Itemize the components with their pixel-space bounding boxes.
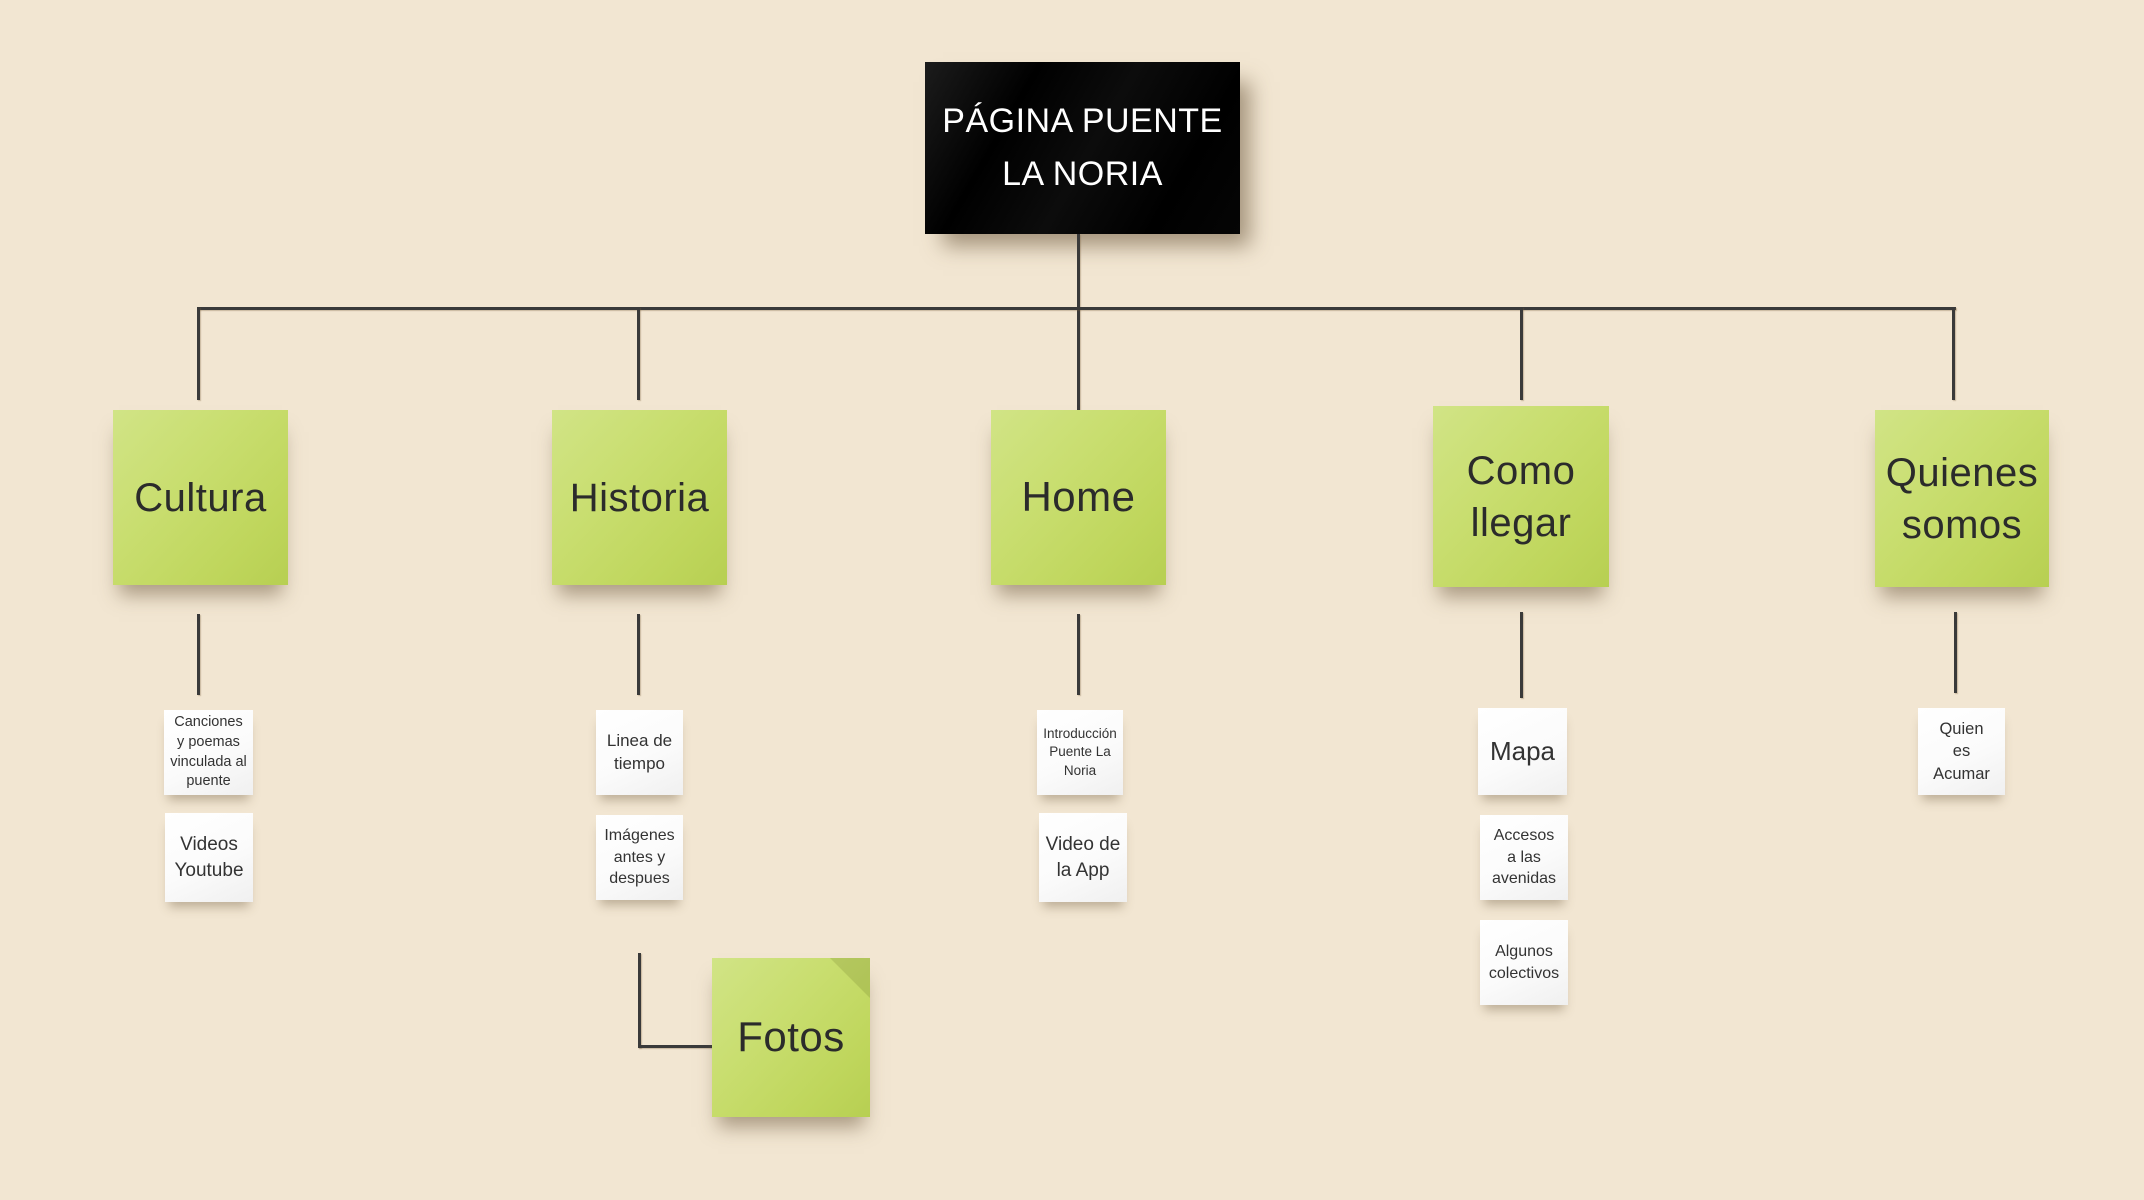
node-fotos[interactable]: Fotos (712, 958, 870, 1117)
node-algunos-colectivos-label: Algunos colectivos (1488, 942, 1560, 982)
connector-drop-quienes-somos (1952, 307, 1955, 400)
node-historia-label: Historia (569, 475, 710, 520)
node-video-de-la-app-label: Video de la App (1045, 833, 1121, 881)
connector-drop-cultura (197, 307, 200, 400)
node-videos-youtube[interactable]: Videos Youtube (165, 813, 253, 902)
connector-fotos-elbow-vertical (638, 953, 641, 1048)
node-introduccion-puente-la-noria-label: Introducción Puente La Noria (1043, 726, 1117, 778)
node-historia[interactable]: Historia (552, 410, 727, 585)
node-quienes-somos[interactable]: Quienes somos (1875, 410, 2049, 587)
node-video-de-la-app[interactable]: Video de la App (1039, 813, 1127, 902)
node-accesos-a-las-avenidas-label: Accesos a las avenidas (1491, 827, 1557, 888)
node-linea-de-tiempo[interactable]: Linea de tiempo (596, 710, 683, 795)
node-cultura-label: Cultura (134, 475, 267, 520)
node-mapa-label: Mapa (1489, 735, 1556, 766)
connector-home-children (1077, 614, 1080, 695)
connector-drop-como-llegar (1520, 307, 1523, 400)
connector-drop-historia (637, 307, 640, 400)
node-quien-es-acumar-label: Quien es Acumar (1933, 720, 1990, 783)
node-quien-es-acumar[interactable]: Quien es Acumar (1918, 708, 2005, 795)
node-como-llegar[interactable]: Como llegar (1433, 406, 1609, 587)
node-home[interactable]: Home (991, 410, 1166, 585)
connector-cultura-children (197, 614, 200, 695)
connector-horizontal-bus (197, 307, 1956, 310)
node-algunos-colectivos[interactable]: Algunos colectivos (1480, 920, 1568, 1005)
node-linea-de-tiempo-label: Linea de tiempo (606, 730, 673, 773)
root-node[interactable]: PÁGINA PUENTE LA NORIA (925, 62, 1240, 234)
connector-root-to-home (1077, 234, 1080, 410)
node-canciones-y-poemas[interactable]: Canciones y poemas vinculada al puente (164, 710, 253, 795)
node-canciones-y-poemas-label: Canciones y poemas vinculada al puente (170, 714, 247, 790)
node-mapa[interactable]: Mapa (1478, 708, 1567, 795)
node-introduccion-puente-la-noria[interactable]: Introducción Puente La Noria (1037, 710, 1123, 795)
node-imagenes-antes-despues-label: Imágenes antes y despues (604, 827, 675, 888)
node-videos-youtube-label: Videos Youtube (174, 833, 244, 881)
node-cultura[interactable]: Cultura (113, 410, 288, 585)
node-home-label: Home (1021, 473, 1136, 521)
root-node-label: PÁGINA PUENTE LA NORIA (942, 102, 1223, 193)
node-imagenes-antes-despues[interactable]: Imágenes antes y despues (596, 815, 683, 900)
connector-historia-children (637, 614, 640, 695)
node-fotos-label: Fotos (737, 1013, 845, 1061)
connector-quienes-somos-children (1954, 612, 1957, 693)
connector-fotos-elbow-horizontal (638, 1045, 714, 1048)
node-accesos-a-las-avenidas[interactable]: Accesos a las avenidas (1480, 815, 1568, 900)
node-como-llegar-label: Como llegar (1466, 448, 1576, 545)
connector-como-llegar-children (1520, 612, 1523, 698)
node-quienes-somos-label: Quienes somos (1885, 450, 2039, 547)
